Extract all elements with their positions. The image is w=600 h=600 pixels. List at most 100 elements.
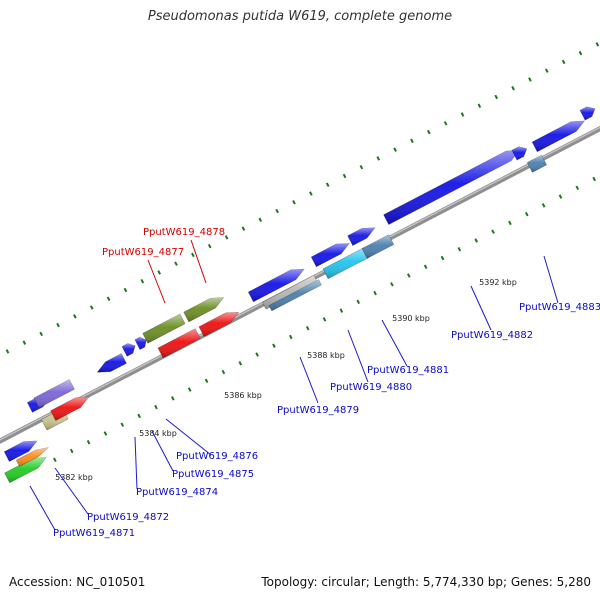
tick-mark [427, 129, 431, 135]
gene-label-text: PputW619_4872 [87, 512, 169, 523]
tick-mark [528, 77, 532, 82]
gene-label-pputw619_4876: PputW619_4876 [165, 418, 258, 462]
gene-labels: PputW619_4871 PputW619_4872 PputW619_4874 P… [29, 227, 600, 539]
tick-mark [342, 173, 347, 179]
tick-mark [508, 220, 512, 226]
tick-mark [339, 308, 344, 313]
tick-mark [592, 176, 596, 182]
tick-mark [578, 50, 583, 56]
orange-feature [15, 447, 49, 467]
blue-feature-4879-upper [247, 268, 305, 303]
gene-label-text: PputW619_4874 [136, 487, 218, 498]
steelblue-feature-4883 [526, 154, 547, 173]
gene-label-pputw619_4882: PputW619_4882 [451, 285, 533, 341]
tick-mark [373, 290, 377, 296]
tick-mark [89, 305, 94, 310]
blue-feature-left-edge [3, 440, 38, 462]
blue-feature-4881-upper [347, 227, 376, 246]
gene-label-text: PputW619_4883 [519, 302, 600, 313]
tick-mark [440, 255, 445, 261]
blue-feature-4876 [134, 336, 147, 350]
accession-label: Accession: NC_010501 [9, 575, 146, 589]
tick-mark [106, 296, 111, 302]
leader-line [381, 319, 408, 367]
tick-mark [359, 164, 364, 170]
tick-mark [221, 369, 226, 375]
tick-mark [224, 235, 229, 240]
red-feature-4877 [157, 328, 201, 359]
tick-mark [561, 59, 566, 65]
tick-mark [171, 396, 175, 401]
gene-label-pputw619_4879: PputW619_4879 [277, 356, 359, 416]
gene-label-text: PputW619_4875 [172, 469, 254, 480]
scale-label: 5392 kbp [479, 278, 517, 287]
tick-mark [69, 448, 74, 454]
blue-feature-4874 [96, 353, 127, 373]
gene-label-pputw619_4877: PputW619_4877 [102, 247, 184, 304]
leader-line [190, 239, 207, 284]
olive-feature-lower [183, 297, 225, 323]
tick-mark [460, 112, 465, 117]
blue-feature-4880-upper [310, 243, 350, 268]
tick-mark [356, 299, 361, 305]
blue-feature-right-edge [579, 106, 596, 121]
tick-mark [275, 208, 279, 214]
tick-mark [191, 252, 195, 258]
tick-mark [207, 243, 212, 249]
gene-label-text: PputW619_4871 [53, 528, 135, 539]
leader-line [54, 467, 89, 515]
tick-mark [174, 261, 178, 266]
tick-mark [305, 325, 310, 331]
tick-mark [238, 361, 243, 366]
gene-label-text: PputW619_4877 [102, 247, 184, 258]
lower-tick-row [53, 176, 596, 463]
blue-feature-4875 [121, 343, 136, 357]
tick-mark [120, 422, 125, 427]
gene-label-pputw619_4880: PputW619_4880 [330, 329, 412, 393]
gene-label-pputw619_4883: PputW619_4883 [519, 255, 600, 313]
scale-label: 5386 kbp [224, 391, 262, 400]
tick-mark [541, 203, 546, 208]
red-feature-4878 [198, 311, 240, 337]
tick-mark [140, 279, 145, 284]
gene-label-pputw619_4872: PputW619_4872 [54, 467, 169, 523]
scale-label: 5382 kbp [55, 473, 93, 482]
tick-mark [575, 185, 580, 191]
leader-line [134, 436, 138, 490]
red-feature [50, 396, 90, 421]
blue-feature-small-right [511, 146, 528, 161]
tick-mark [410, 138, 414, 144]
tick-mark [544, 68, 549, 73]
steelblue-feature-4881 [361, 234, 395, 259]
tick-mark [423, 264, 428, 270]
purple-feature [33, 379, 75, 409]
gene-label-text: PputW619_4878 [143, 227, 225, 238]
olive-feature-upper [142, 313, 186, 344]
leader-line [299, 356, 319, 404]
leader-line [147, 259, 166, 304]
tick-mark [511, 85, 515, 91]
tick-mark [39, 331, 44, 337]
tick-mark [595, 42, 600, 47]
tick-mark [103, 431, 108, 436]
scale-label: 5384 kbp [139, 429, 177, 438]
leader-line [29, 485, 56, 531]
tick-mark [376, 156, 381, 161]
tick-mark [53, 457, 57, 463]
tick-mark [56, 322, 60, 328]
tick-mark [255, 352, 259, 357]
tick-mark [322, 317, 327, 322]
gene-features [3, 106, 596, 484]
tick-mark [289, 334, 293, 340]
tick-mark [241, 226, 246, 231]
scale-label: 5390 kbp [392, 314, 430, 323]
tick-mark [258, 217, 263, 223]
tick-mark [390, 282, 394, 287]
tick-mark [558, 194, 563, 199]
upper-tick-row [5, 42, 600, 354]
tick-mark [292, 200, 296, 205]
gene-label-text: PputW619_4881 [367, 365, 449, 376]
